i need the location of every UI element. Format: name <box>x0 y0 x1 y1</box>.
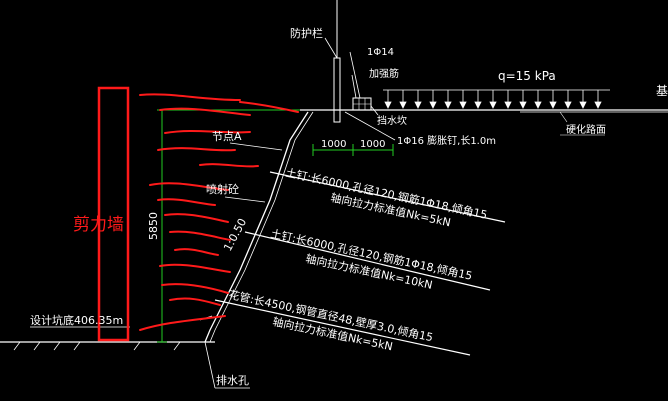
water-stop-label: 挡水坎 <box>377 114 407 127</box>
load-arrows <box>384 90 602 109</box>
drain-label: 排水孔 <box>216 373 249 387</box>
top-bar-label: 1Φ14 <box>367 47 394 58</box>
hard-road-label: 硬化路面 <box>566 123 606 136</box>
load-label: q=15 kPa <box>498 69 556 83</box>
top-bar-leader <box>349 51 361 99</box>
guardrail-leader <box>324 37 338 59</box>
shear-wall-label: 剪力墙 <box>73 215 124 235</box>
edge-char: 基 <box>656 84 668 98</box>
node-label: 节点A <box>212 130 242 143</box>
water-stop-hatch <box>353 98 371 110</box>
guardrail-label: 防护栏 <box>290 26 323 40</box>
dim-left-label: 1000 <box>321 139 346 150</box>
drain-leader <box>204 341 216 389</box>
anchor-nail-line <box>344 111 396 141</box>
design-base-label: 设计坑底406.35m <box>30 313 123 327</box>
soil-nail-2 <box>244 231 491 291</box>
slope-face <box>204 111 309 343</box>
guardrail-post <box>333 57 341 123</box>
shotcrete-label: 喷射砼 <box>206 182 239 196</box>
shear-wall-rect <box>97 86 130 342</box>
shotcrete-leader <box>224 196 266 203</box>
hard-road-leader <box>559 111 568 123</box>
soil-nail-1 <box>269 171 506 223</box>
reinforce-leader <box>351 74 357 99</box>
top-dimension <box>312 144 394 156</box>
pipe-nail <box>214 299 471 356</box>
water-stop-leader <box>370 105 379 116</box>
height-label: 5850 <box>147 212 160 240</box>
anchor-nail-label: 1Φ16 膨胀钉,长1.0m <box>397 134 496 147</box>
reinforce-label: 加强筋 <box>369 67 399 80</box>
node-leader <box>229 142 283 151</box>
dim-right-label: 1000 <box>360 139 385 150</box>
base-hatch <box>13 341 181 351</box>
red-markup-strokes <box>139 93 299 331</box>
